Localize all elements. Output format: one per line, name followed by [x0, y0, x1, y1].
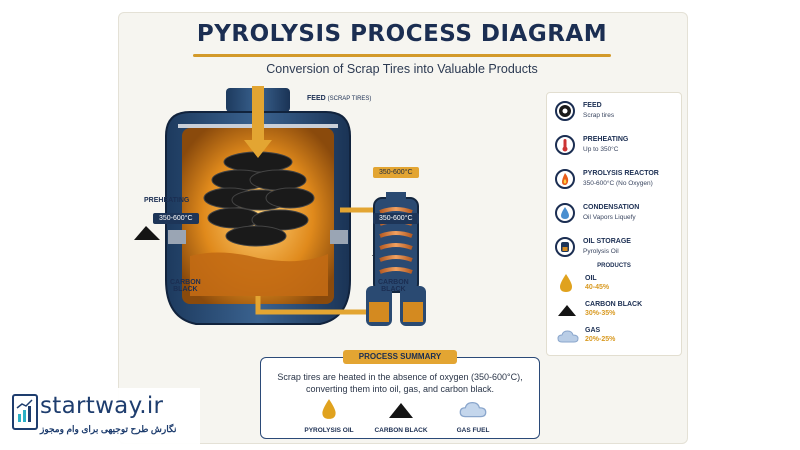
- summary-heading: PROCESS SUMMARY: [343, 350, 457, 364]
- feed-label: FEED (SCRAP TIRES): [307, 95, 372, 102]
- summary-item-gas: GAS FUEL: [433, 398, 513, 434]
- page-title: PYROLYSIS PROCESS DIAGRAM: [196, 21, 608, 47]
- process-summary: PROCESS SUMMARY Scrap tires are heated i…: [260, 350, 540, 439]
- products-heading: PRODUCTS: [597, 263, 631, 269]
- startway-logo-icon: [12, 394, 38, 430]
- oil-drop-icon: [322, 399, 336, 419]
- watermark-tagline: نگارش طرح توجیهی برای وام ومجوز: [40, 424, 177, 434]
- reactor-vessel: [165, 86, 381, 325]
- summary-text: Scrap tires are heated in the absence of…: [277, 372, 523, 394]
- watermark-brand[interactable]: startway.ir: [40, 393, 164, 419]
- carbon-pile-icon: [558, 305, 576, 316]
- oil-storage-tanks: [366, 286, 426, 326]
- title-underline: [193, 54, 611, 57]
- carbon-pile-left: [134, 226, 160, 240]
- product-carbon-black: CARBON BLACK 30%-35%: [557, 299, 677, 323]
- page-subtitle: Conversion of Scrap Tires into Valuable …: [266, 62, 538, 76]
- tire-icon: [555, 101, 575, 121]
- summary-item-oil: PYROLYSIS OIL: [289, 398, 369, 434]
- product-gas: GAS 20%-25%: [557, 325, 677, 349]
- thermometer-icon: [555, 135, 575, 155]
- legend-item-feed: FEED Scrap tires: [555, 99, 681, 129]
- product-oil: OIL 40-45%: [557, 273, 677, 297]
- cloud-icon: [459, 401, 487, 418]
- carbon-pile-icon: [389, 403, 413, 418]
- legend-item-oil-storage: OIL STORAGE Pyrolysis Oil: [555, 235, 681, 265]
- temp-tag-left: 350-600°C: [153, 213, 199, 224]
- oil-tank-icon: [555, 237, 575, 257]
- reactor-illustration: [134, 86, 426, 326]
- legend-item-condensation: CONDENSATION Oil Vapors Liquefy: [555, 201, 681, 231]
- tire-stack: [203, 151, 315, 247]
- preheating-label: PREHEATING: [144, 197, 190, 204]
- flame-icon: [555, 169, 575, 189]
- droplet-icon: [555, 203, 575, 223]
- legend-item-reactor: PYROLYSIS REACTOR 350-600°C (No Oxygen): [555, 167, 681, 197]
- condenser-column: [373, 192, 419, 293]
- process-legend: FEED Scrap tires PREHEATING Up to 350°C …: [546, 92, 682, 356]
- temp-tag-right: 350-600°C: [373, 213, 419, 224]
- temp-tag-top-right: 350-600°C: [373, 167, 419, 178]
- summary-item-carbon: CARBON BLACK: [361, 398, 441, 434]
- oil-drop-icon: [560, 274, 572, 292]
- cloud-icon: [557, 330, 579, 343]
- legend-item-preheating: PREHEATING Up to 350°C: [555, 133, 681, 163]
